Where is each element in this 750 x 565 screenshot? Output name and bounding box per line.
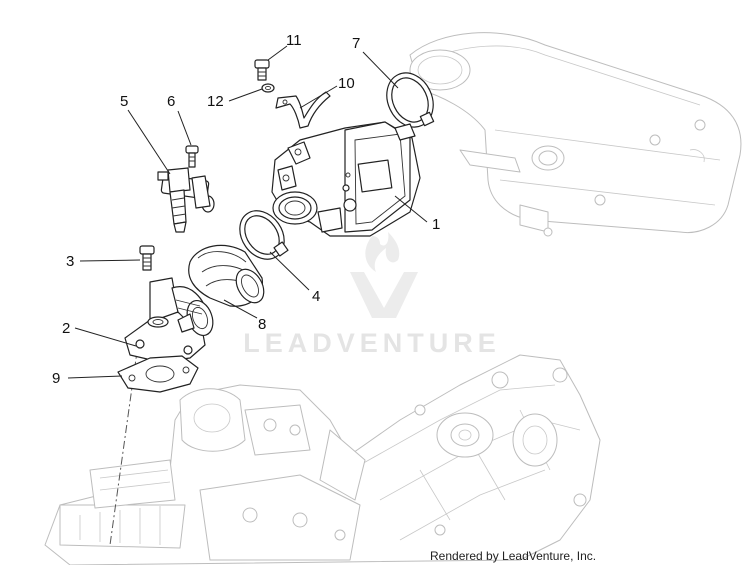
air-box-background	[409, 32, 742, 237]
callout-4: 4	[312, 288, 320, 305]
part-7-clamp	[386, 72, 435, 128]
part-1-throttle-body	[271, 121, 421, 237]
part-2-intake-manifold	[124, 277, 214, 363]
part-11-bolt	[254, 59, 270, 81]
part-8-rubber-sleeve	[188, 244, 265, 307]
callout-2: 2	[62, 320, 70, 337]
callout-7: 7	[352, 35, 360, 52]
part-9-gasket	[117, 355, 199, 393]
render-credit: Rendered by LeadVenture, Inc.	[430, 549, 596, 563]
callout-8: 8	[258, 316, 266, 333]
leader-lines	[67, 45, 428, 379]
engine-crankcase-background	[44, 354, 601, 565]
part-4-clamp	[239, 210, 289, 260]
callout-11: 11	[286, 32, 302, 49]
watermark-text: LEADVENTURE	[243, 328, 501, 358]
callout-12: 12	[207, 93, 224, 110]
callout-6: 6	[167, 93, 175, 110]
part-5-injector	[157, 167, 215, 233]
callout-5: 5	[120, 93, 128, 110]
part-3-screw	[139, 245, 155, 271]
part-12-washer	[261, 83, 275, 93]
callout-1: 1	[432, 216, 440, 233]
callout-10: 10	[338, 75, 355, 92]
callout-3: 3	[66, 253, 74, 270]
callout-numbers: 1 2 3 4 5 6 7 8 9 10 11 12	[52, 32, 440, 387]
watermark: LEADVENTURE	[243, 232, 501, 358]
part-10-bracket	[275, 91, 331, 129]
callout-9: 9	[52, 370, 60, 387]
part-6-screw	[185, 145, 199, 168]
